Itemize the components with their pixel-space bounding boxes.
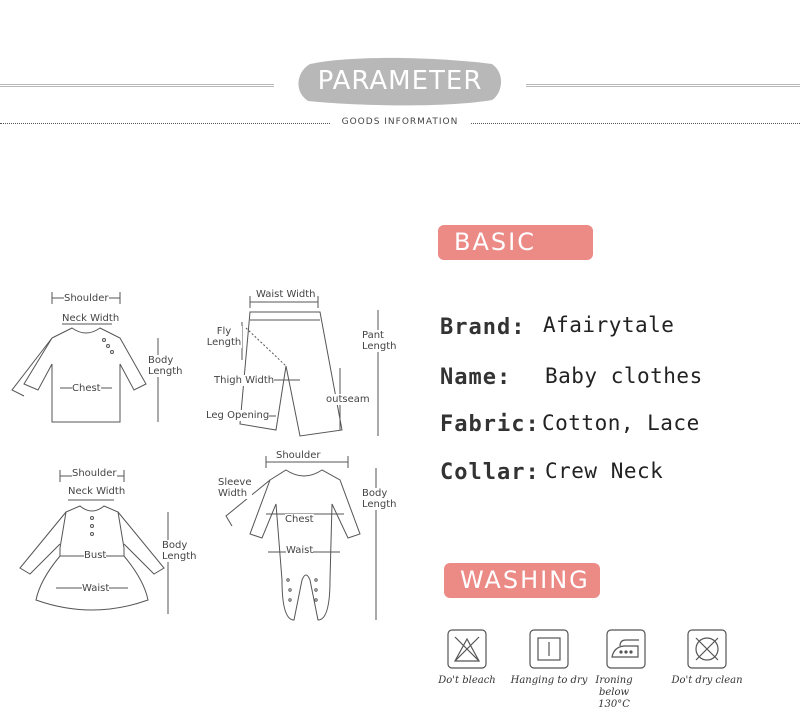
romper-body-length-label: Body Length	[362, 488, 402, 510]
pants-leg-label: Leg Opening	[206, 410, 270, 421]
romper-waist-label: Waist	[286, 545, 314, 556]
dress-shoulder-label: Shoulder	[72, 468, 117, 479]
header-rule-right	[526, 84, 800, 87]
hanging-dry-icon	[529, 629, 569, 669]
hanging-dry-label: Hanging to dry	[510, 675, 588, 686]
no-dry-clean-label: Do't dry clean	[671, 675, 743, 686]
collar-value: Crew Neck	[545, 459, 664, 483]
romper-sleeve-label: Sleeve Width	[218, 477, 252, 499]
dress-neck-label: Neck Width	[68, 486, 126, 497]
iron-icon	[606, 629, 646, 669]
name-key: Name:	[440, 365, 512, 390]
brand-key: Brand:	[440, 315, 526, 340]
basic-section-label: BASIC	[438, 225, 593, 260]
header-rule-left	[0, 84, 274, 87]
no-bleach-icon	[447, 629, 487, 669]
parameter-badge	[298, 57, 502, 106]
goods-information-subtitle: GOODS INFORMATION	[330, 117, 470, 127]
pants-outseam-label: outseam	[326, 394, 370, 405]
pants-fly-label: Fly Length	[206, 326, 242, 348]
shirt-chest-label: Chest	[72, 383, 101, 394]
dress-body-length-label: Body Length	[162, 540, 202, 562]
no-dry-clean-icon	[687, 629, 727, 669]
shirt-shoulder-label: Shoulder	[64, 293, 109, 304]
fabric-value: Cotton, Lace	[542, 411, 700, 435]
iron-label: Ironing below 130°C	[595, 675, 633, 710]
pants-waist-label: Waist Width	[256, 289, 316, 300]
no-bleach-label: Do't bleach	[438, 675, 496, 686]
pants-thigh-label: Thigh Width	[214, 375, 275, 386]
name-value: Baby clothes	[545, 364, 703, 388]
brand-value: Afairytale	[543, 313, 675, 337]
shirt-body-length-label: Body Length	[148, 355, 184, 377]
dress-waist-label: Waist	[82, 583, 110, 594]
shirt-diagram	[11, 292, 159, 423]
romper-shoulder-label: Shoulder	[276, 450, 321, 461]
parameter-title: PARAMETER	[317, 66, 483, 96]
washing-section-label: WASHING	[444, 563, 600, 598]
romper-chest-label: Chest	[285, 514, 314, 525]
pants-length-label: Pant Length	[362, 330, 402, 352]
collar-key: Collar:	[440, 460, 540, 485]
shirt-neck-label: Neck Width	[62, 313, 120, 324]
dress-diagram	[19, 470, 169, 614]
dress-bust-label: Bust	[84, 550, 107, 561]
fabric-key: Fabric:	[440, 412, 540, 437]
